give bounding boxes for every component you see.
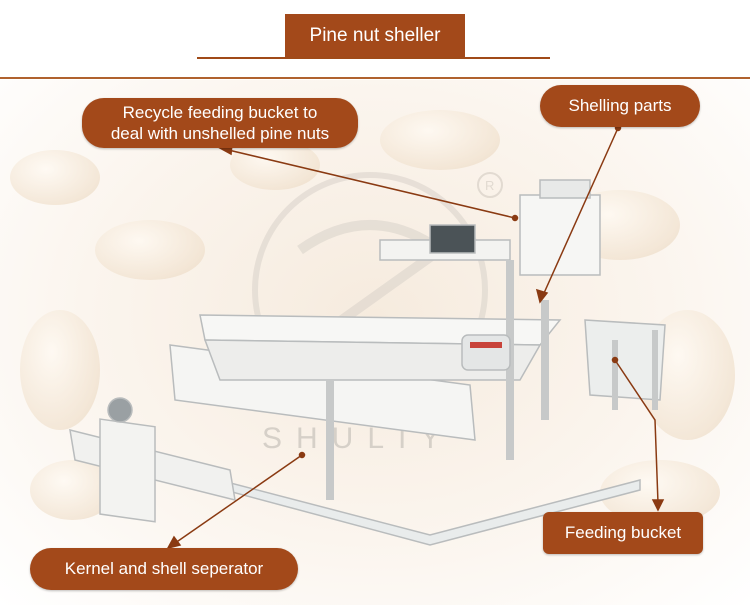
background-kernel — [10, 150, 100, 205]
background-kernel — [95, 220, 205, 280]
callout-kernel-shell-separator: Kernel and shell seperator — [30, 548, 298, 590]
bucket-elevator — [99, 418, 156, 523]
page-title: Pine nut sheller — [285, 14, 465, 57]
callout-recycle-feeding-bucket: Recycle feeding bucket to deal with unsh… — [82, 98, 358, 148]
background-kernel — [230, 140, 320, 190]
svg-text:R: R — [485, 178, 494, 193]
shelling-chamber — [519, 194, 601, 276]
leader-point-separator — [298, 451, 306, 459]
drive-motor — [429, 224, 476, 254]
leader-line-feeding — [614, 359, 659, 504]
callout-shelling-parts: Shelling parts — [540, 85, 700, 127]
motor-stripe — [470, 342, 502, 348]
callout-recycle-line-2: deal with unshelled pine nuts — [110, 124, 330, 143]
title-underline — [197, 57, 550, 59]
leader-line-separator — [167, 454, 303, 549]
leader-line-recycle — [219, 147, 516, 219]
vibration-motor — [461, 334, 511, 371]
leader-point-recycle — [511, 214, 519, 222]
shelling-hopper — [539, 179, 591, 199]
feeding-bucket-hopper — [584, 319, 666, 401]
arrowhead-feeding — [651, 499, 665, 512]
arrowhead-separator — [166, 535, 182, 550]
background-kernel — [380, 110, 500, 170]
elevator-motor — [107, 397, 133, 423]
screen-tray — [203, 339, 542, 381]
leader-line-shelling — [539, 127, 619, 303]
callout-feeding-bucket: Feeding bucket — [543, 512, 703, 554]
arrowhead-shelling — [535, 288, 549, 304]
callout-recycle-line-1: Recycle feeding bucket to — [122, 103, 318, 122]
pine-nut-sheller-machine — [69, 179, 666, 546]
leader-point-feeding — [611, 356, 619, 364]
background-kernel — [20, 310, 100, 430]
header-divider — [0, 77, 750, 79]
